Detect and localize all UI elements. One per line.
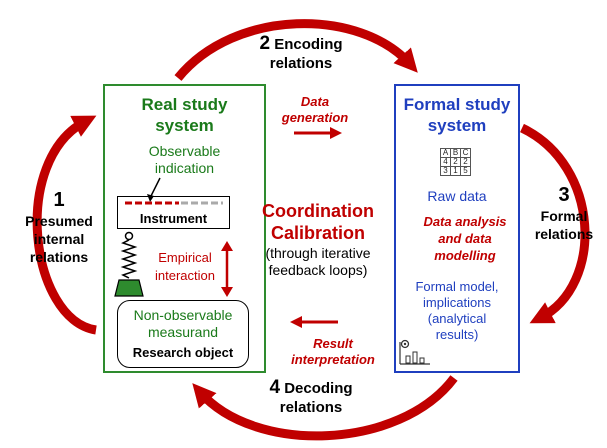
table-row: A B C: [440, 148, 471, 158]
label-line: Result: [313, 336, 353, 351]
research-object-box: [117, 300, 249, 368]
label-line: Decoding: [284, 380, 353, 397]
presumed-relations-label: 1 Presumed internal relations: [6, 188, 112, 266]
feedback-loops-label: (through iterative feedback loops): [246, 245, 390, 279]
observable-indication-label: Observable indication: [103, 143, 266, 177]
step-number: 3: [558, 184, 570, 206]
table-cell: 5: [460, 166, 471, 176]
title-line: system: [155, 116, 214, 135]
encoding-arrow: [174, 19, 418, 81]
decoding-relations-label: 4 Decoding relations: [236, 378, 386, 417]
label-line: indication: [154, 160, 215, 176]
label-line: modelling: [434, 248, 496, 263]
research-object-label: Research object: [132, 345, 234, 360]
empirical-interaction-arrow: [221, 241, 233, 297]
label-line: relations: [29, 249, 89, 265]
label-line: measurand: [147, 324, 219, 340]
label-line: relations: [279, 399, 343, 416]
formal-study-system-title: Formal study system: [390, 94, 524, 136]
table-row: 3 1 5: [440, 166, 471, 176]
label-line: Encoding: [274, 36, 343, 53]
label-line: generation: [281, 110, 349, 125]
label-line: results): [435, 327, 479, 342]
decoding-arrow: [192, 375, 458, 441]
label-line: interpretation: [291, 352, 375, 367]
label-line: (analytical: [427, 311, 487, 326]
result-interpretation-label: Result interpretation: [278, 336, 388, 368]
title-line: system: [427, 116, 487, 135]
label-line: internal: [33, 231, 85, 247]
label-line: Formal: [540, 208, 588, 224]
analytics-chart-icon: [399, 339, 430, 365]
formal-study-system-box: [394, 84, 520, 373]
title-line: Formal study: [403, 95, 511, 114]
formal-model-label: Formal model, implications (analytical r…: [394, 279, 520, 343]
table-cell: 3: [440, 166, 451, 176]
label-line: Non-observable: [133, 307, 233, 323]
calibration-label: Calibration: [270, 223, 365, 243]
instrument-label: Instrument: [139, 211, 208, 226]
label-line: relations: [534, 226, 594, 242]
spring-sensor-icon: [114, 231, 144, 297]
step-number: 1: [53, 189, 65, 211]
data-analysis-label: Data analysis and data modelling: [410, 213, 520, 264]
data-generation-label: Data generation: [276, 94, 354, 126]
label-line: Observable: [148, 143, 221, 159]
coordination-label: Coordination: [262, 201, 374, 221]
label-line: relations: [269, 55, 333, 72]
formal-relations-arrow: [520, 123, 590, 324]
label-line: interaction: [155, 268, 215, 283]
instrument-scale: [125, 201, 223, 205]
presumed-relations-arrow: [32, 115, 98, 335]
label-line: Formal model,: [415, 279, 499, 294]
label-line: Data analysis: [423, 214, 507, 229]
label-line: Empirical: [158, 250, 212, 265]
formal-relations-label: 3 Formal relations: [524, 183, 604, 243]
encoding-relations-label: 2 Encoding relations: [226, 34, 376, 73]
step-number: 2: [259, 33, 271, 54]
title-line: Real study: [141, 95, 228, 114]
raw-data-table-icon: A B C 4 2 2 3 1 5: [440, 148, 471, 176]
real-study-system-title: Real study system: [103, 94, 266, 136]
indication-pointer: [147, 177, 161, 202]
empirical-interaction-label: Empirical interaction: [146, 249, 224, 285]
label-line: implications: [423, 295, 491, 310]
table-cell: 1: [450, 166, 461, 176]
measurand-label: Non-observable measurand: [117, 307, 249, 341]
label-line: (through iterative: [265, 245, 371, 261]
label-line: Data: [300, 94, 330, 109]
label-line: Presumed: [25, 213, 93, 229]
step-number: 4: [269, 377, 281, 398]
label-line: feedback loops): [268, 262, 368, 278]
raw-data-label: Raw data: [427, 188, 487, 204]
label-line: and data: [438, 231, 492, 246]
